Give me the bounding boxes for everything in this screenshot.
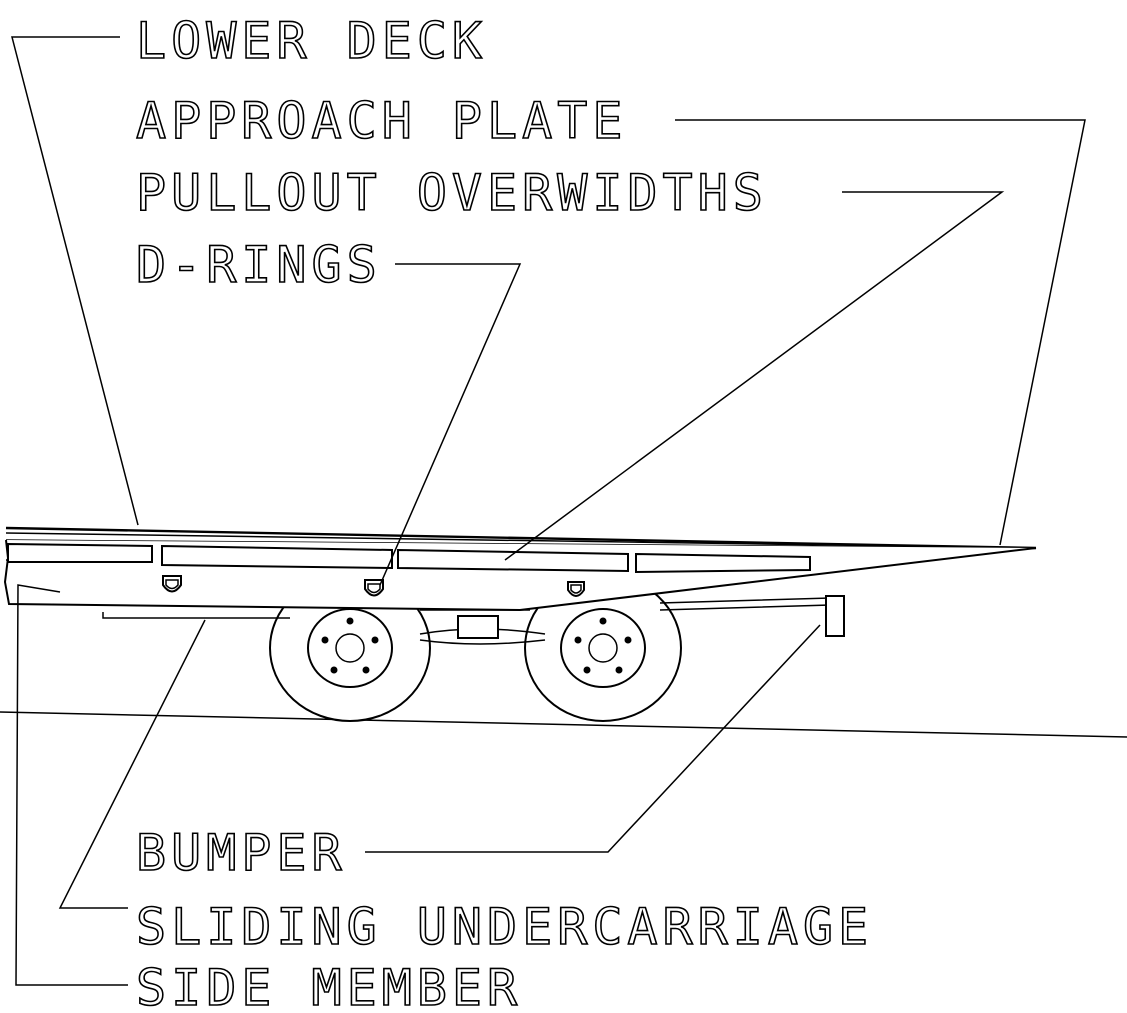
label-bumper: BUMPER bbox=[136, 824, 347, 882]
label-d-rings: D-RINGS bbox=[136, 236, 382, 294]
leader-bumper bbox=[365, 624, 821, 853]
d-ring-middle bbox=[364, 579, 384, 597]
bumper-part bbox=[825, 595, 845, 637]
rear-wheel bbox=[269, 574, 431, 722]
leader-approach-plate bbox=[675, 119, 1086, 546]
label-approach-plate: APPROACH PLATE bbox=[136, 92, 627, 150]
trailer-deck bbox=[3, 526, 1037, 612]
label-lower-deck: LOWER DECK bbox=[136, 12, 487, 70]
front-wheel bbox=[524, 574, 682, 722]
leader-sliding-undercarriage bbox=[58, 619, 206, 909]
label-sliding-undercarriage: SLIDING UNDERCARRIAGE bbox=[136, 898, 873, 956]
leader-lower-deck bbox=[11, 36, 139, 526]
label-side-member: SIDE MEMBER bbox=[136, 959, 522, 1013]
d-ring-right bbox=[567, 581, 585, 597]
suspension bbox=[419, 615, 546, 645]
d-ring-left bbox=[162, 575, 182, 593]
leader-lines bbox=[11, 36, 1086, 986]
leader-pullout-overwidths bbox=[504, 191, 1005, 561]
leader-side-member bbox=[15, 584, 128, 986]
pullout-panels bbox=[7, 542, 811, 574]
ground-line bbox=[0, 711, 1127, 738]
label-pullout-overwidths: PULLOUT OVERWIDTHS bbox=[136, 164, 768, 222]
leader-d-rings bbox=[379, 263, 522, 586]
